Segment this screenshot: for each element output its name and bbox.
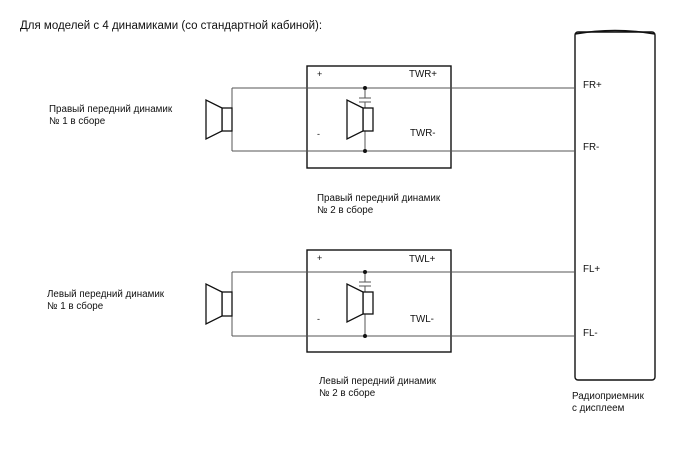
terminal-fr-minus: FR- (583, 142, 600, 153)
speaker-icon (346, 98, 374, 141)
twl-minus-label: TWL- (410, 314, 434, 325)
right-speaker-2-line2: № 2 в сборе (317, 205, 374, 216)
right-wires (231, 86, 575, 153)
right-speaker-1-line2: № 1 в сборе (49, 116, 106, 127)
left-speaker-2-line2: № 2 в сборе (319, 388, 376, 399)
left-speaker-1-label: Левый передний динамик № 1 в сборе (47, 289, 164, 313)
left-minus-sign: - (317, 314, 320, 324)
radio-label: Радиоприемник с дисплеем (572, 391, 644, 415)
terminal-fl-minus: FL- (583, 328, 598, 339)
terminal-fl-plus: FL+ (583, 264, 601, 275)
right-speaker-1-line1: Правый передний динамик (49, 104, 173, 115)
twr-minus-label: TWR- (410, 128, 436, 139)
speaker-icon (346, 282, 374, 324)
left-plus-sign: + (317, 253, 323, 263)
twl-plus-label: TWL+ (409, 254, 436, 265)
left-speaker-2-label: Левый передний динамик № 2 в сборе (319, 376, 436, 400)
terminal-fr-plus: FR+ (583, 80, 602, 91)
right-minus-sign: - (317, 129, 320, 139)
speaker-icon (205, 98, 233, 141)
twr-plus-label: TWR+ (409, 69, 438, 80)
right-speaker-1-label: Правый передний динамик № 1 в сборе (49, 104, 172, 128)
right-speaker-2-line1: Правый передний динамик (317, 193, 441, 204)
right-speaker-2-label: Правый передний динамик № 2 в сборе (317, 193, 440, 217)
radio-label-line2: с дисплеем (572, 403, 625, 414)
right-plus-sign: + (317, 69, 323, 79)
radio-label-line1: Радиоприемник (572, 391, 644, 402)
radio-receiver-body (574, 29, 656, 381)
left-speaker-2-line1: Левый передний динамик (319, 376, 437, 387)
speaker-icon (205, 282, 233, 326)
left-speaker-1-line2: № 1 в сборе (47, 301, 104, 312)
left-wires (231, 270, 575, 338)
right-crossover-box (306, 65, 452, 169)
diagram-title: Для моделей с 4 динамиками (со стандартн… (20, 20, 323, 32)
left-crossover-box (306, 249, 452, 353)
left-speaker-1-line1: Левый передний динамик (47, 289, 165, 300)
